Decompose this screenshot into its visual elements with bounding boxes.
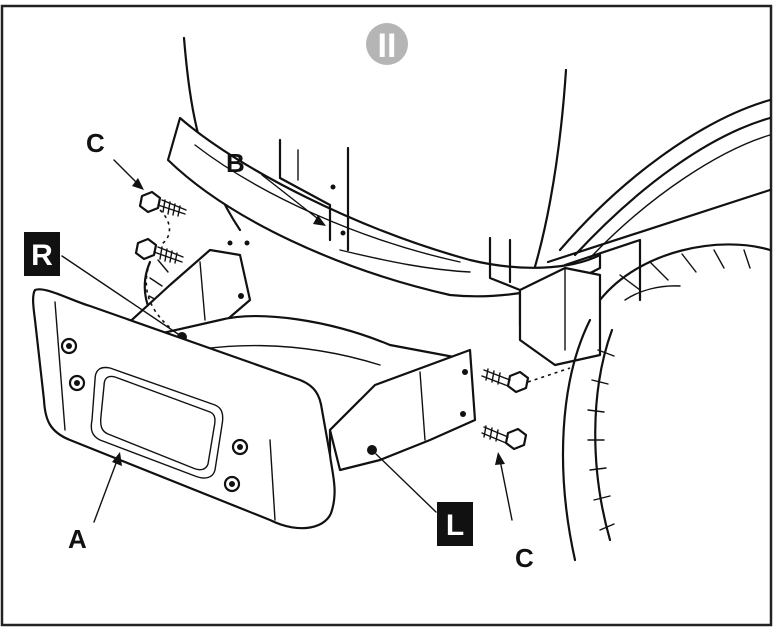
bolt-c-right-2 xyxy=(481,425,528,451)
label-l: L xyxy=(446,509,464,542)
label-l-box: L xyxy=(437,502,473,546)
label-r-box: R xyxy=(24,232,60,276)
diagram-frame xyxy=(0,4,773,627)
bolt-path-upper xyxy=(159,209,171,246)
bolt-path-right xyxy=(527,367,571,383)
leader-lines xyxy=(61,159,513,523)
label-a: A xyxy=(68,524,87,554)
bolt-c-right-1 xyxy=(481,368,530,394)
label-c-top: C xyxy=(86,128,105,158)
step-badge: II xyxy=(366,23,408,65)
label-c-bottom: C xyxy=(515,543,534,573)
bumper-a xyxy=(32,288,336,530)
step-badge-text: II xyxy=(378,27,397,65)
right-tire xyxy=(561,243,772,562)
bolt-c-upper-1 xyxy=(138,190,187,217)
bolt-c-upper-2 xyxy=(134,237,184,264)
label-b: B xyxy=(226,148,245,178)
label-r: R xyxy=(31,239,53,272)
